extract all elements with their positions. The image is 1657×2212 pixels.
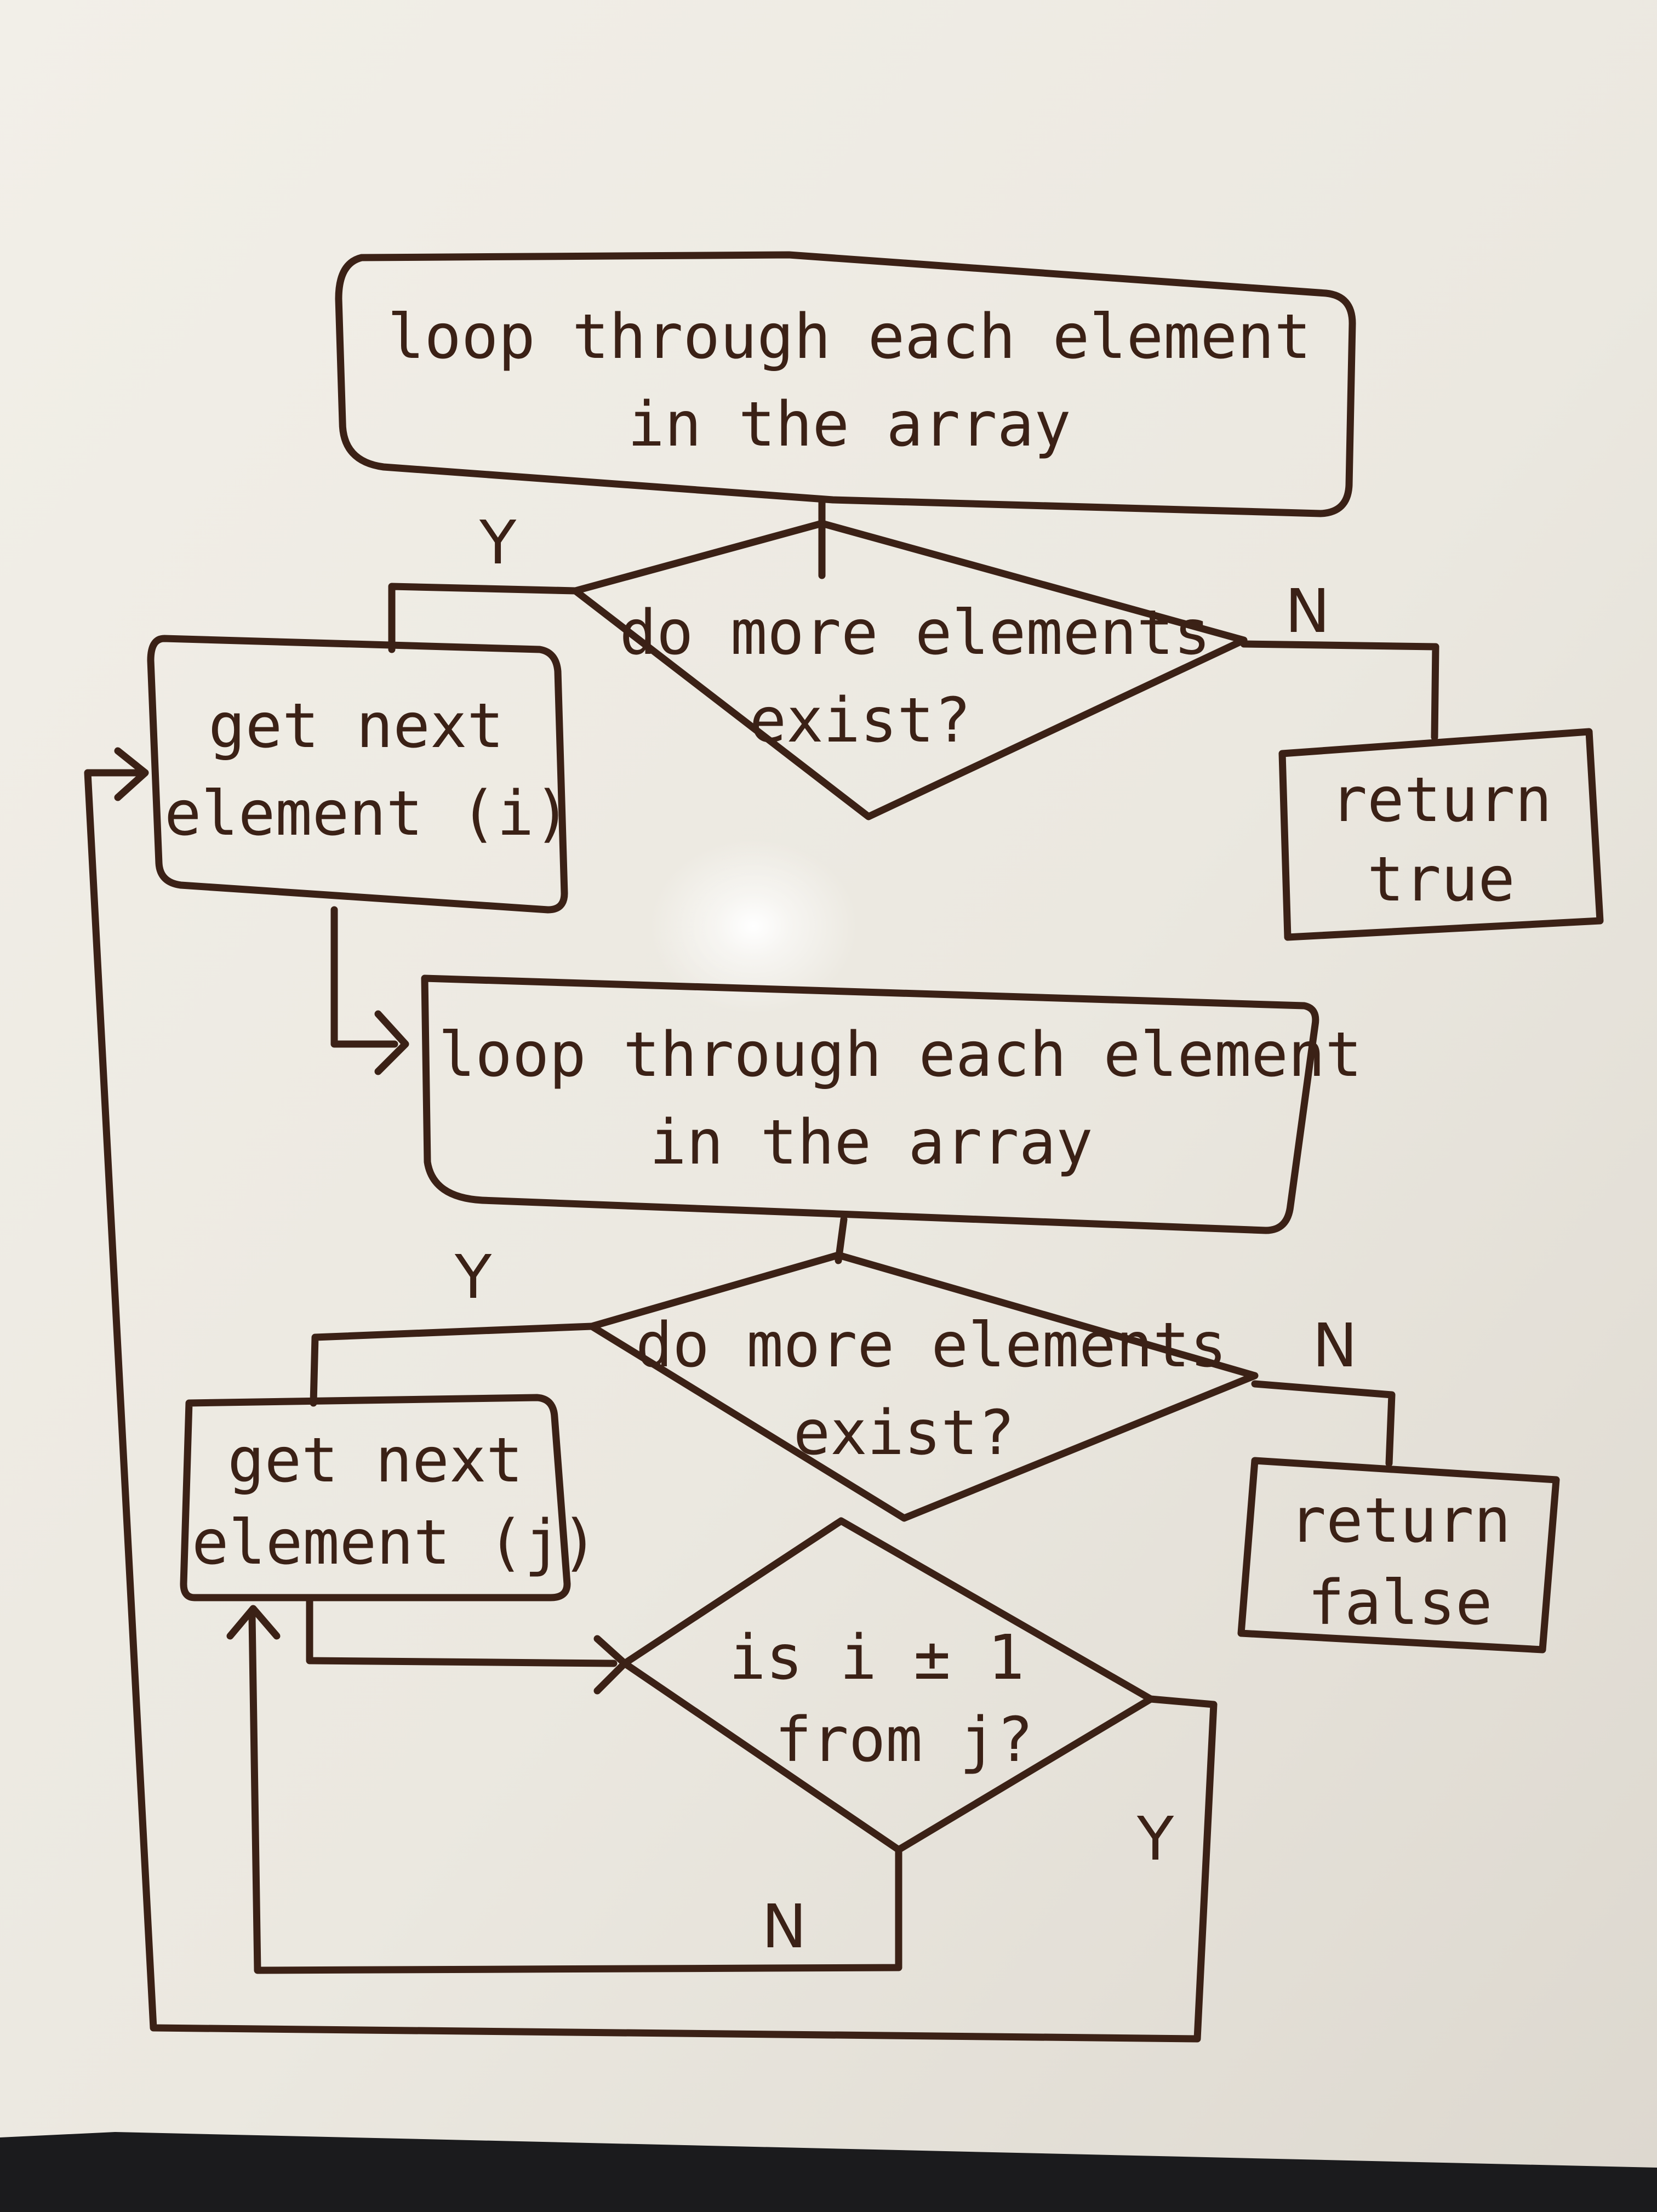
loop-inner-line1: loop through each element (438, 1019, 1362, 1091)
return-true-line1: return (1330, 765, 1552, 836)
cond-adjacent-line1: is i ± 1 (729, 1622, 1025, 1694)
cond-inner-diamond (588, 1251, 1259, 1522)
edge-adjacent-yes (84, 769, 1218, 2043)
light-glare (649, 839, 858, 1014)
edge-get-j-to-cond-adjacent (306, 1594, 618, 1667)
edge-get-i-to-loop-inner (330, 906, 398, 1048)
return-false-box (1237, 1457, 1560, 1654)
return-false-line1: return (1289, 1485, 1511, 1557)
get-j-box (180, 1394, 571, 1601)
get-j-line2: element (j) (192, 1507, 598, 1578)
arrowhead-get-j (226, 1605, 281, 1640)
cond-outer-line2: exist? (749, 685, 972, 756)
get-i-box (147, 635, 568, 914)
cond-outer-line1: do more elements (619, 597, 1211, 669)
label-outer-yes: Y (479, 508, 517, 578)
arrowhead-loop-inner (374, 1010, 409, 1075)
loop-inner-line2: in the array (649, 1107, 1093, 1178)
loop-outer-line1: loop through each element (387, 301, 1311, 373)
get-i-line1: get next (208, 691, 504, 762)
cond-inner-line2: exist? (793, 1398, 1015, 1469)
get-j-line1: get next (227, 1425, 523, 1496)
edge-outer-yes (388, 583, 579, 653)
loop-inner-box (421, 974, 1319, 1234)
loop-outer-box (335, 251, 1356, 517)
cond-outer-diamond (572, 520, 1248, 820)
label-adjacent-no: N (762, 1891, 807, 1962)
cond-inner-line1: do more elements (636, 1310, 1227, 1381)
label-outer-no: N (1285, 576, 1330, 646)
return-false-line2: false (1307, 1567, 1493, 1639)
label-adjacent-yes: Y (1137, 1804, 1174, 1874)
cond-adjacent-line2: from j? (774, 1704, 1033, 1776)
label-inner-yes: Y (455, 1242, 492, 1312)
edge-adjacent-no (248, 1613, 902, 1974)
label-inner-no: N (1312, 1310, 1358, 1381)
edge-outer-no (1240, 640, 1439, 741)
return-true-box (1278, 728, 1604, 941)
edge-inner-no (1251, 1380, 1396, 1467)
get-i-line2: element (i) (164, 778, 571, 850)
loop-outer-line2: in the array (627, 389, 1071, 460)
arrowhead-get-i (114, 747, 149, 801)
edge-inner-yes (310, 1322, 596, 1407)
return-true-line2: true (1367, 844, 1515, 915)
